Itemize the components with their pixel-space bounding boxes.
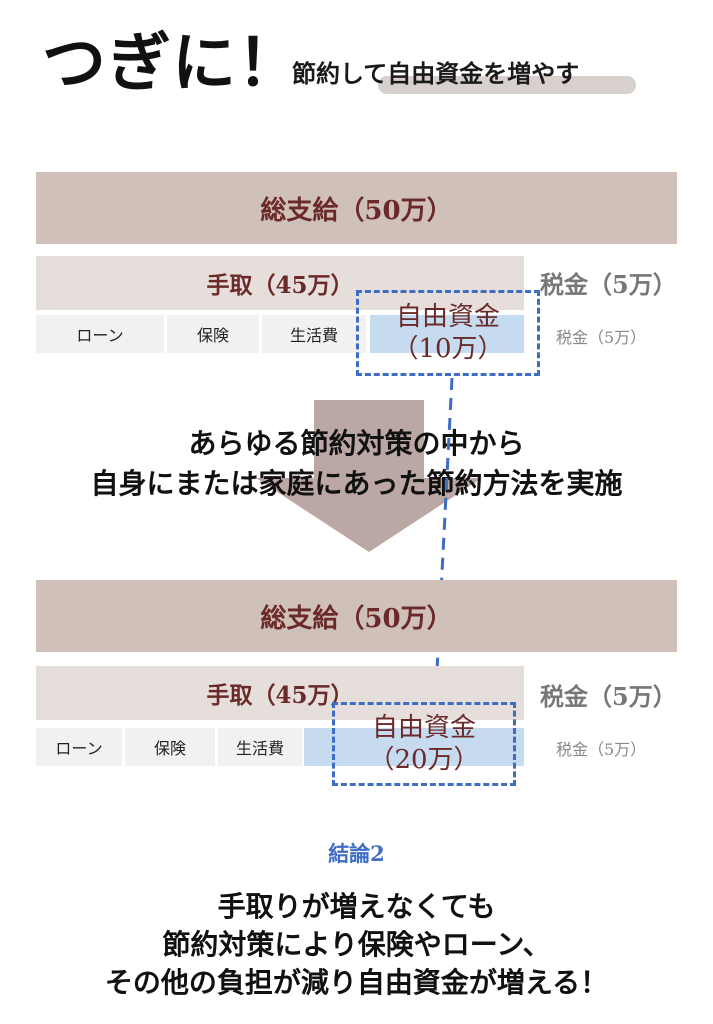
before-takehome-label: 手取（45万） <box>206 272 354 299</box>
before-tax-label: 税金（5万） <box>540 270 677 299</box>
conclusion-line-1: 手取りが増えなくても <box>217 890 496 923</box>
page-title: つぎに！ <box>42 27 302 101</box>
after-gross-salary-bar: 総支給（50万） <box>36 580 677 652</box>
before-free-fund-amount: （10万） <box>392 334 504 364</box>
before-gross-salary-label: 総支給（50万） <box>260 195 453 226</box>
after-expense-loan: ローン <box>36 728 122 766</box>
after-gross-salary-label: 総支給（50万） <box>260 603 453 634</box>
after-free-fund-amount: （20万） <box>368 745 480 775</box>
after-takehome-bar: 手取（45万） <box>36 666 524 720</box>
before-free-fund-highlight: 自由資金 （10万） <box>356 290 540 376</box>
after-free-fund-highlight: 自由資金 （20万） <box>332 702 516 786</box>
conclusion-text: 手取りが増えなくても 節約対策により保険やローン、 その他の負担が減り自由資金が… <box>0 888 713 1002</box>
before-expense-loan: ローン <box>36 315 164 353</box>
after-expense-insurance: 保険 <box>125 728 215 766</box>
after-free-fund-label: 自由資金 <box>371 713 476 743</box>
conclusion-line-3: その他の負担が減り自由資金が増える！ <box>104 966 609 999</box>
subtitle-highlight <box>378 76 636 94</box>
after-expense-living: 生活費 <box>218 728 302 766</box>
method-text-line1: あらゆる節約対策の中から <box>188 427 525 460</box>
before-free-fund-label: 自由資金 <box>395 302 500 332</box>
method-text-line2: 自身にまたは家庭にあった節約方法を実施 <box>90 467 623 500</box>
before-tax-small-label: 税金（5万） <box>556 328 647 347</box>
page-subtitle: 節約して自由資金を増やす <box>292 60 580 88</box>
before-expense-living: 生活費 <box>262 315 366 353</box>
conclusion-line-2: 節約対策により保険やローン、 <box>162 928 551 961</box>
before-gross-salary-bar: 総支給（50万） <box>36 172 677 244</box>
before-takehome-bar: 手取（45万） <box>36 256 524 310</box>
conclusion-label: 結論2 <box>328 841 385 866</box>
after-takehome-label: 手取（45万） <box>206 682 354 709</box>
after-free-fund-bar <box>304 728 524 766</box>
after-tax-small-label: 税金（5万） <box>556 740 647 759</box>
before-free-fund-bar <box>370 315 524 353</box>
after-tax-label: 税金（5万） <box>540 682 677 711</box>
before-expense-insurance: 保険 <box>167 315 259 353</box>
down-arrow-icon <box>256 400 482 552</box>
